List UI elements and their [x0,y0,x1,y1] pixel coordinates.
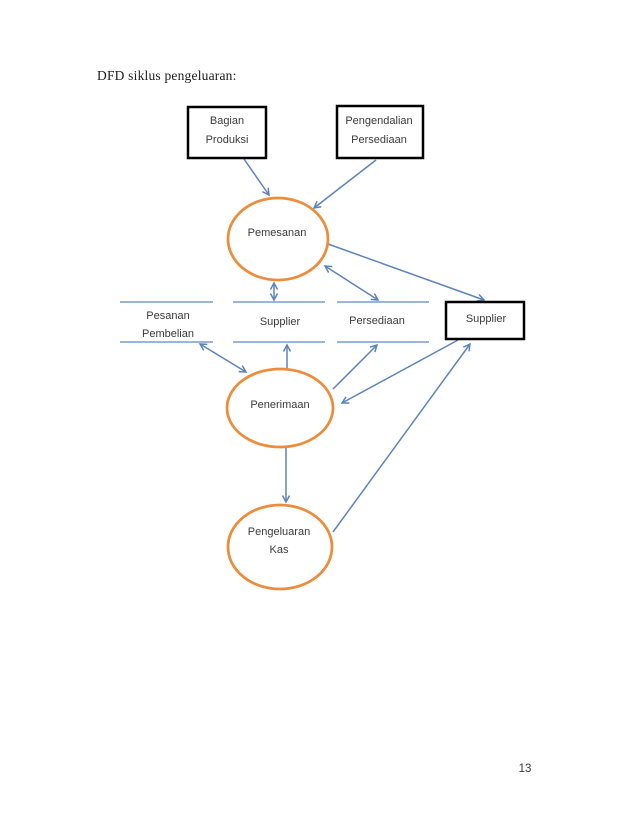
page-number: 13 [518,763,532,775]
flow-arrows [198,158,486,533]
entity-bagian-produksi: Bagian Produksi [186,105,268,160]
process-pengeluaran-kas-circle [226,503,334,591]
entity-bagian-produksi-label-line1: Bagian [210,115,244,127]
entity-pengendalian-persediaan: Pengendalian Persediaan [335,104,425,160]
flow-bagian-produksi-to-pemesanan [243,158,270,197]
entity-pengendalian-persediaan-label-line1: Pengendalian [345,115,412,127]
process-pemesanan-label: Pemesanan [248,227,307,239]
entity-supplier: Supplier [444,300,526,341]
flow-pemesanan-persediaan-bidirectional [323,265,380,301]
entity-pengendalian-persediaan-box [335,104,425,160]
datastore-supplier: Supplier [233,301,325,343]
datastore-pesanan-pembelian: Pesanan Pembelian [120,301,213,343]
process-pengeluaran-kas-label-line2: Kas [270,544,289,556]
flow-penerimaan-to-persediaan [332,343,379,390]
flow-supplier-entity-to-penerimaan [340,339,459,404]
flow-pemesanan-to-supplier-entity [327,243,486,302]
process-penerimaan-circle [225,367,335,449]
datastore-pesanan-pembelian-label-line2: Pembelian [142,328,194,340]
process-penerimaan-label: Penerimaan [250,399,309,411]
flow-pengeluaran-kas-to-supplier-entity [332,342,471,533]
page-title: DFD siklus pengeluaran: [97,68,237,83]
flow-pengendalian-persediaan-to-pemesanan [312,159,377,209]
process-penerimaan: Penerimaan [225,367,335,449]
flow-pesanan-pembelian-penerimaan-bidirectional [198,343,248,373]
entity-supplier-label: Supplier [466,313,507,325]
entity-pengendalian-persediaan-label-line2: Persediaan [351,134,407,146]
datastore-pesanan-pembelian-label-line1: Pesanan [146,310,189,322]
datastore-supplier-label: Supplier [260,316,301,328]
datastore-persediaan-label: Persediaan [349,315,405,327]
datastore-persediaan: Persediaan [337,301,429,343]
process-pemesanan: Pemesanan [226,196,330,282]
process-pengeluaran-kas-label-line1: Pengeluaran [248,526,310,538]
process-pemesanan-circle [226,196,330,282]
entity-bagian-produksi-label-line2: Produksi [206,134,249,146]
entity-supplier-box [444,300,526,341]
entity-bagian-produksi-box [186,105,268,160]
process-pengeluaran-kas: Pengeluaran Kas [226,503,334,591]
